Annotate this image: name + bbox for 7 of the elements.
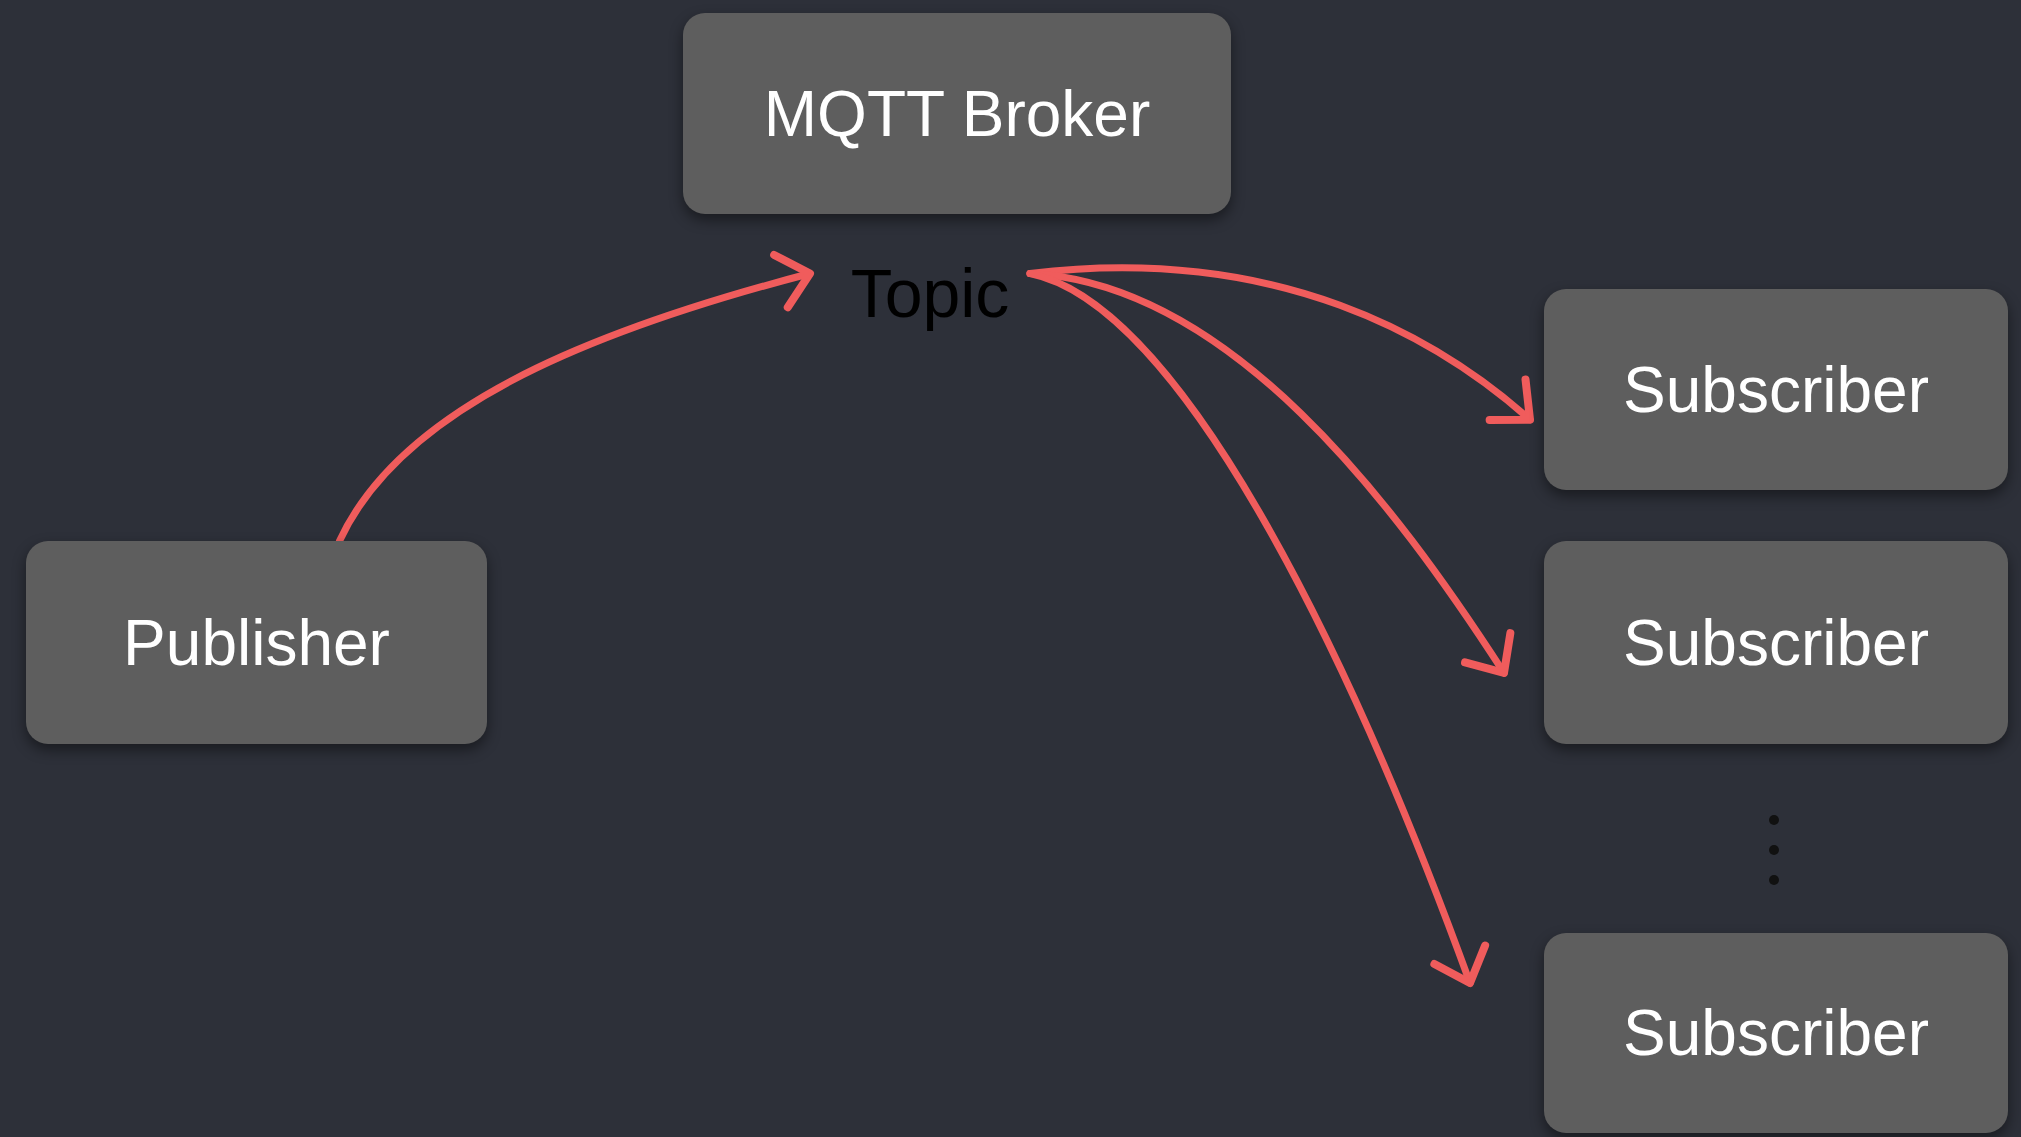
process-box: MQTT Broker — [683, 13, 1231, 214]
topic-label: Topic — [830, 245, 1030, 340]
arrow — [1026, 270, 1489, 987]
process-box: Subscriber — [1544, 289, 2008, 490]
process-box: Subscriber — [1544, 933, 2008, 1133]
process-box: Subscriber — [1544, 541, 2008, 744]
process-box: Publisher — [26, 541, 487, 744]
